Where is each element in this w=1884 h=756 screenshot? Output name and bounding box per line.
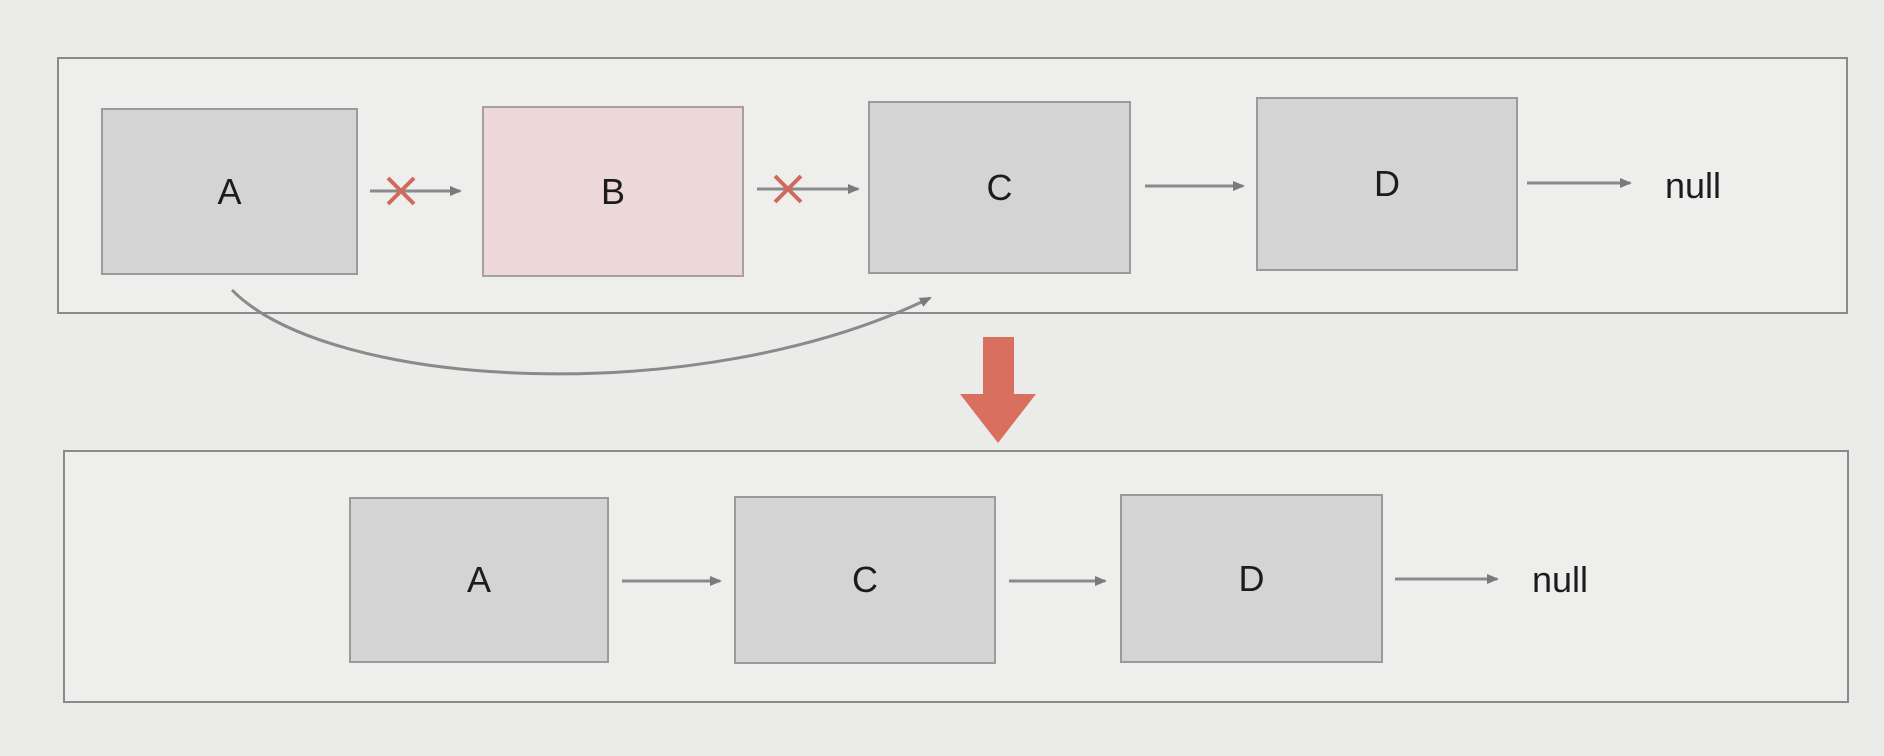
- link-a-to-b: [370, 176, 462, 206]
- node-label: D: [1374, 163, 1400, 204]
- node-label: A: [466, 559, 491, 600]
- node-label: D: [1238, 557, 1265, 599]
- bypass-link-a-to-c: [230, 288, 932, 376]
- node-label: C: [986, 166, 1013, 208]
- cross-mark-icon: [386, 176, 416, 206]
- node-d-after: D: [1120, 494, 1383, 663]
- transition-down-arrow-icon: [960, 337, 1036, 443]
- null-terminal-before: null: [1665, 165, 1722, 206]
- cross-mark-icon: [773, 174, 803, 204]
- node-a-after: A: [349, 497, 609, 663]
- node-c-after: C: [734, 496, 996, 664]
- node-b-removed: B: [482, 106, 744, 277]
- node-label: B: [600, 170, 625, 212]
- node-label: C: [852, 559, 878, 600]
- node-a-before: A: [101, 108, 358, 275]
- node-label: A: [217, 170, 242, 212]
- link-b-to-c: [757, 174, 860, 204]
- node-d-before: D: [1256, 97, 1518, 271]
- null-terminal-after: null: [1532, 559, 1589, 600]
- node-c-before: C: [868, 101, 1131, 274]
